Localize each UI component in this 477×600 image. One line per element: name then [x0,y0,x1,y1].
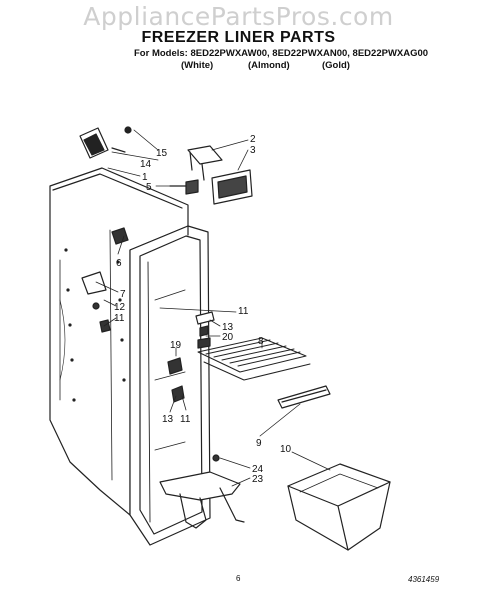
callout-13-upper: 13 [222,322,234,333]
shelf-clips [195,311,215,349]
variant-almond: (Almond) [248,60,290,71]
light-shield-part [187,145,253,205]
callout-13-lower: 13 [162,414,174,425]
rivet-holes [64,248,126,402]
callout-14: 14 [140,159,152,170]
variant-gold: (Gold) [322,60,350,71]
screw-part-5 [169,179,199,195]
callout-labels: 15 14 1 2 3 5 6 7 12 11 11 13 20 8 19 13… [114,134,292,485]
figure-number: 4361459 [408,575,440,584]
callout-1: 1 [142,172,148,183]
liner-back-panel [49,167,189,516]
callout-9: 9 [256,438,262,449]
callout-10: 10 [280,444,292,455]
liner-side-wall [147,261,186,523]
damper-parts [81,227,129,333]
top-bracket-part [79,126,132,159]
page-title: FREEZER LINER PARTS [141,29,336,46]
freezer-bin-part-10 [287,463,391,551]
shelf-trim-part-9 [277,385,331,409]
callout-15: 15 [156,148,168,159]
callout-6: 6 [116,258,122,269]
page-number: 6 [236,574,241,583]
callout-3: 3 [250,145,256,156]
callout-23: 23 [252,474,264,485]
callout-12: 12 [114,302,126,313]
model-list: For Models: 8ED22PWXAW00, 8ED22PWXAN00, … [134,48,429,59]
callout-20: 20 [222,332,234,343]
callout-11-lower: 11 [180,414,191,425]
watermark: AppliancePartsPros.com [83,2,394,31]
leader-lines [95,129,331,487]
callout-19: 19 [170,340,182,351]
wire-shelf-part-8 [197,337,311,381]
variant-white: (White) [181,60,214,71]
callout-11-upper-right: 11 [238,306,249,317]
bottom-bracket-part [159,454,245,529]
callout-24: 24 [252,464,264,475]
callout-8: 8 [258,336,264,347]
callout-7: 7 [120,289,126,300]
callout-2: 2 [250,134,256,145]
callout-5: 5 [146,182,152,193]
callout-11-upper-left: 11 [114,313,125,324]
